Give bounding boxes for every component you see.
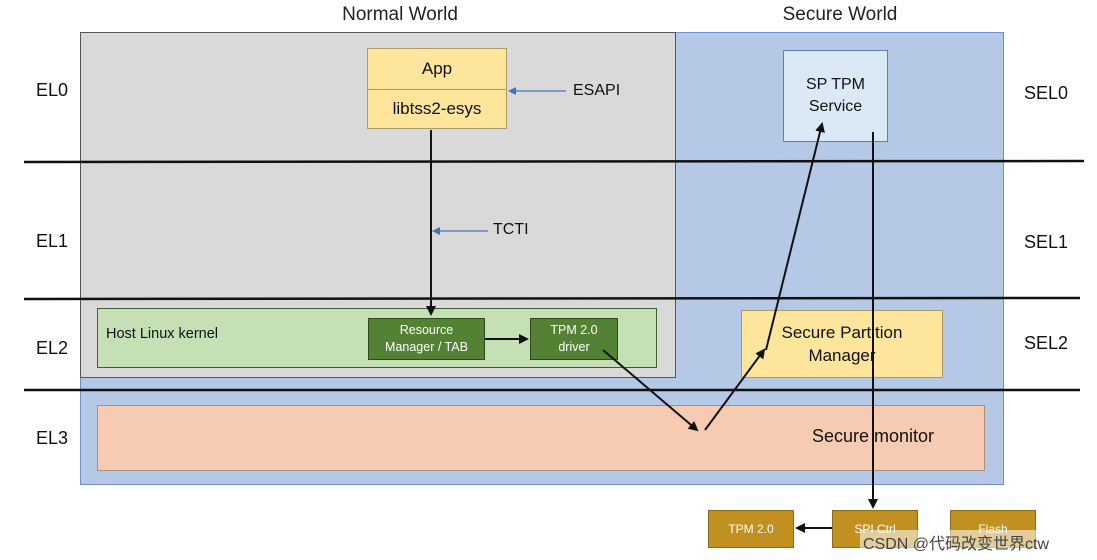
libtss2-esys-block: libtss2-esys [367,89,507,129]
resource-manager-block: Resource Manager / TAB [368,318,485,360]
secure-world-title: Secure World [782,4,898,25]
level-label-sel2: SEL2 [1023,333,1069,353]
libtss2-esys-label: libtss2-esys [392,99,482,118]
resource-manager-label-line1: Resource [399,323,454,337]
arrow-secure-monitor-to-spm [704,348,766,431]
normal-world-title: Normal World [342,4,458,25]
arrow-spm-to-sp-tpm-service [765,122,825,351]
separator-el0-el1 [23,159,1085,164]
tpm-hardware-block: TPM 2.0 [708,510,794,548]
level-label-el1: EL1 [35,231,69,251]
resource-manager-label-line2: Manager / TAB [385,340,468,354]
level-label-el2: EL2 [35,338,69,358]
app-label: App [421,59,453,78]
secure-monitor-block [97,405,985,471]
level-label-el3: EL3 [35,428,69,448]
tpm-driver-block: TPM 2.0 driver [530,318,618,360]
app-block: App [367,48,507,90]
tpm-driver-label-line1: TPM 2.0 [550,323,598,337]
tcti-annotation: TCTI [493,221,529,238]
level-label-sel1: SEL1 [1023,232,1069,252]
level-label-el0: EL0 [35,80,69,100]
spm-label-line2: Manager [808,346,876,365]
host-linux-kernel-label: Host Linux kernel [106,326,219,342]
sp-tpm-service-block: SP TPM Service [783,50,888,142]
separator-el1-el2 [23,296,1081,301]
esapi-annotation: ESAPI [573,82,621,99]
level-label-sel0: SEL0 [1023,83,1069,103]
arrow-tpm-driver-to-secure-monitor [602,349,699,432]
tpm-hardware-label: TPM 2.0 [728,522,774,536]
secure-partition-manager-block: Secure Partition Manager [741,310,943,378]
sp-tpm-service-label-line2: Service [808,98,863,115]
sp-tpm-service-label-line1: SP TPM [806,76,865,93]
watermark-text: CSDN @代码改变世界ctw [860,530,1053,554]
tpm-driver-label-line2: driver [558,340,590,354]
